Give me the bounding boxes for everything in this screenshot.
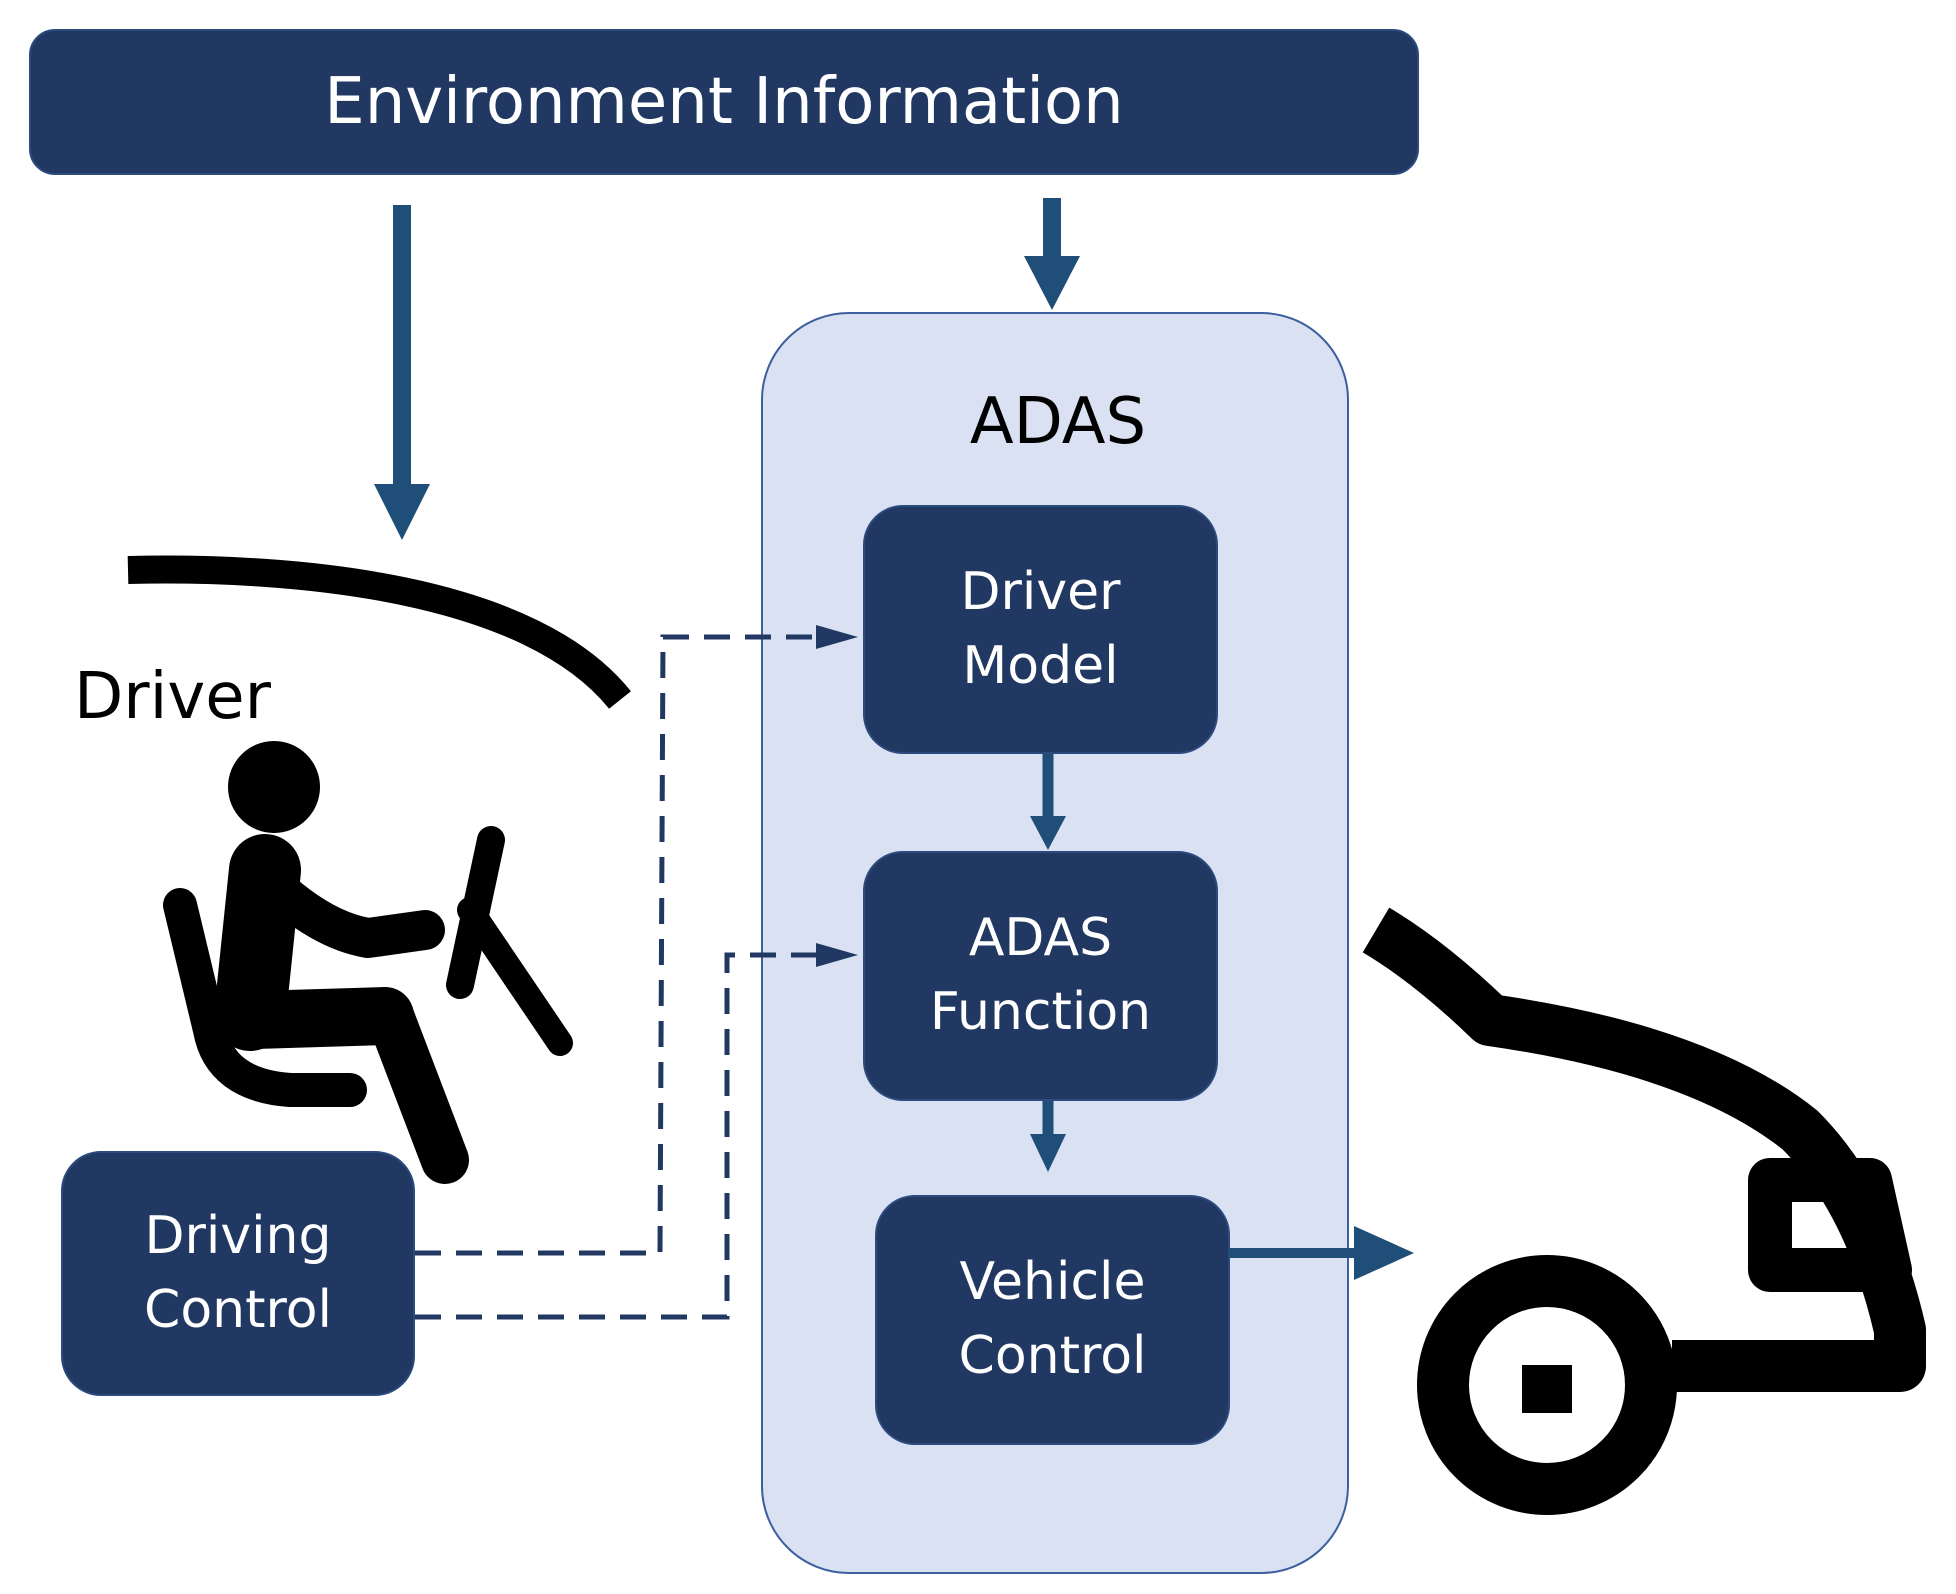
environment-information-banner: Environment Information [29, 29, 1419, 175]
env-to-adas-arrow [1024, 198, 1080, 310]
driver-model-to-adas-function-arrow [1030, 744, 1066, 850]
car-hubcap-icon [1522, 1365, 1572, 1413]
adas-title: ADAS [969, 385, 1147, 459]
vehicle-control-box: Vehicle Control [875, 1195, 1230, 1445]
driving-control-box: Driving Control [61, 1151, 415, 1396]
vehicle-control-to-car-arrow [1228, 1226, 1414, 1280]
driver-label: Driver [74, 660, 271, 734]
driving-control-to-driver-model-dashed-arrow [415, 625, 858, 1256]
adas-function-box: ADAS Function [863, 851, 1218, 1101]
car-icon [1362, 907, 1926, 1515]
driver-model-box: Driver Model [863, 505, 1218, 754]
driving-control-to-adas-function-dashed-arrow [415, 943, 858, 1320]
windshield-curve-icon [127, 555, 631, 709]
driver-seated-icon [163, 741, 573, 1184]
env-to-driver-arrow [374, 205, 430, 540]
